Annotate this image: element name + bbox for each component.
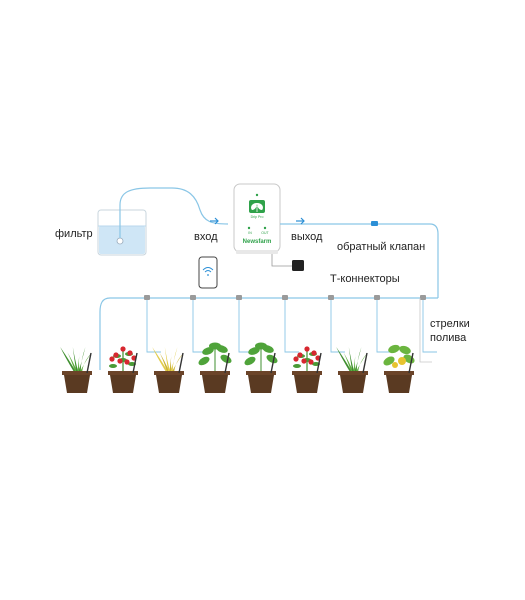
filter-icon: [116, 237, 124, 245]
t-connector: [374, 295, 391, 353]
flow-arrow-icon: [210, 217, 219, 225]
t-connector: [420, 295, 437, 353]
pot-icon: [292, 371, 322, 393]
label-drip-arrows: стрелки полива: [430, 317, 490, 345]
power-adapter-icon: [292, 260, 304, 271]
check-valve-icon: [371, 221, 378, 226]
pot-icon: [246, 371, 276, 393]
device-in-mark: IN: [248, 231, 252, 235]
device-caption: Drip Pro: [251, 215, 264, 219]
device-brand: Newsfarm: [243, 239, 272, 245]
t-connectors: [144, 295, 437, 353]
plant-pot: [383, 344, 415, 393]
drip-arrow-icon: [178, 352, 184, 374]
pump-device-icon: [233, 183, 281, 254]
drip-line: [330, 300, 345, 353]
plant-pot: [292, 346, 322, 393]
label-drip-arrows-line2: полива: [430, 332, 467, 344]
pot-icon: [200, 371, 230, 393]
outlet-hose: [280, 223, 439, 298]
plant-foliage-icon: [152, 347, 185, 371]
power-cable: [271, 254, 296, 267]
pot-icon: [154, 371, 184, 393]
plant-foliage-icon: [109, 346, 137, 371]
smartphone-wifi-icon: [198, 256, 218, 289]
plant-pot: [336, 347, 369, 393]
label-t-connectors: Т-коннекторы: [330, 273, 400, 285]
drip-arrow-icon: [408, 352, 414, 374]
pot-icon: [338, 371, 368, 393]
label-inlet: вход: [194, 231, 218, 243]
t-connector: [328, 295, 345, 353]
t-connector: [144, 295, 161, 353]
t-connector: [282, 295, 299, 353]
plant-foliage-icon: [293, 346, 321, 371]
plant-foliage-icon: [198, 342, 232, 371]
drip-arrow-icon: [270, 352, 276, 374]
plant-foliage-icon: [60, 347, 93, 371]
drip-arrow-icon: [132, 352, 138, 374]
flow-arrow-icon: [296, 217, 305, 225]
t-connector: [236, 295, 253, 353]
drip-line: [192, 300, 207, 353]
drip-arrow-icon: [316, 352, 322, 374]
pot-icon: [384, 371, 414, 393]
drip-line: [146, 300, 161, 353]
plant-foliage-icon: [336, 347, 369, 371]
drip-arrow-icon: [86, 352, 92, 374]
label-check-valve: обратный клапан: [337, 241, 426, 253]
distribution-hose: [99, 297, 438, 370]
device-out-mark: OUT: [261, 231, 269, 235]
drip-arrow-icon: [362, 352, 368, 374]
plant-pot: [60, 347, 93, 393]
plant-foliage-icon: [383, 344, 415, 368]
inlet-hose: [119, 187, 229, 238]
water-tank-icon: [97, 209, 147, 256]
drip-line: [284, 300, 299, 353]
label-filter: фильтр: [55, 228, 93, 240]
drip-line: [376, 300, 391, 353]
plant-pot: [244, 342, 278, 393]
pot-icon: [62, 371, 92, 393]
drip-line: [238, 300, 253, 353]
t-connector: [190, 295, 207, 353]
plant-row: [60, 342, 415, 393]
plant-pot: [108, 346, 138, 393]
plant-pot: [152, 347, 185, 393]
plant-pot: [198, 342, 232, 393]
label-outlet: выход: [291, 231, 323, 243]
drip-line: [422, 300, 437, 353]
drip-arrow-line: [419, 298, 432, 363]
drip-arrow-icon: [224, 352, 230, 374]
label-drip-arrows-line1: стрелки: [430, 318, 470, 330]
pot-icon: [108, 371, 138, 393]
